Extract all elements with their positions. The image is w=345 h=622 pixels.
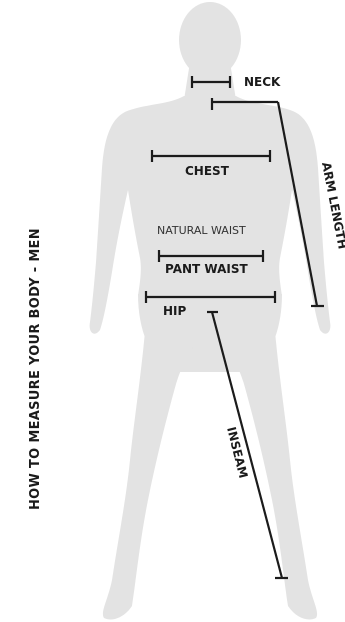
hip-label: HIP <box>163 304 187 318</box>
natural-waist-label: NATURAL WAIST <box>157 224 246 237</box>
body-silhouette <box>90 2 331 620</box>
page-title: HOW TO MEASURE YOUR BODY - MEN <box>28 228 43 510</box>
pant-waist-label: PANT WAIST <box>165 262 248 276</box>
chest-label: CHEST <box>185 164 230 178</box>
arm-length-label: ARM LENGTH <box>319 161 345 250</box>
neck-label: NECK <box>244 75 281 89</box>
inseam-label: INSEAM <box>224 425 250 479</box>
